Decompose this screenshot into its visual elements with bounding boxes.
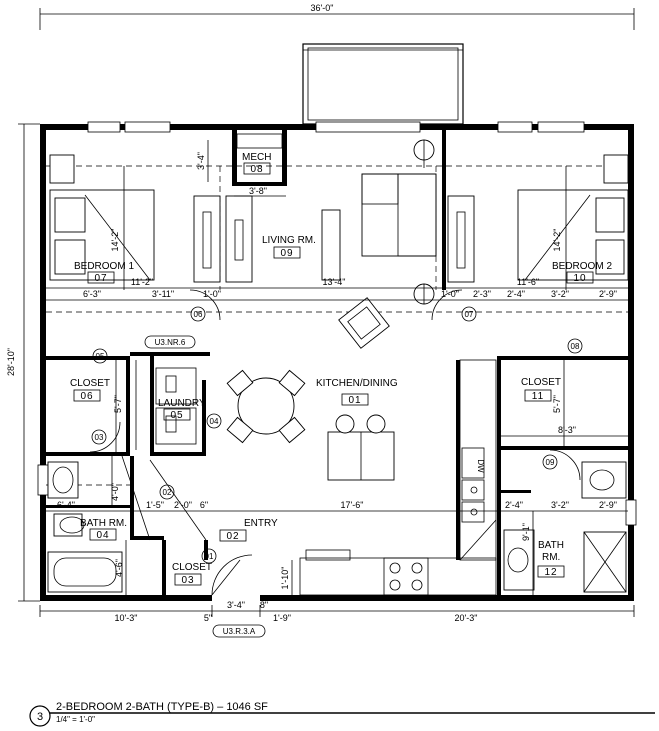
bedroom-1-furniture bbox=[49, 154, 253, 283]
overall-depth-label: 28'-10" bbox=[6, 348, 16, 376]
dim-11-6: 11'-6" bbox=[517, 277, 539, 287]
door-tag-07: 07 bbox=[465, 310, 474, 319]
dim-9-1: 9'-1" bbox=[521, 523, 531, 541]
drawing-number: 3 bbox=[37, 711, 43, 723]
mech-room-furniture bbox=[236, 133, 283, 149]
laundry-fixtures bbox=[121, 360, 207, 541]
dim-14-2-left: 14'-2" bbox=[110, 229, 120, 252]
dim-3-11: 3'-11" bbox=[152, 289, 174, 299]
dim-3-8: 3'-8" bbox=[249, 186, 267, 196]
dim-1-5: 1'-5" bbox=[146, 500, 164, 510]
drawing-scale: 1/4" = 1'-0" bbox=[56, 715, 95, 724]
dim-3-4: 3'-4" bbox=[196, 152, 206, 170]
overall-width-dimension: 36'-0" bbox=[39, 3, 635, 30]
dim-1-10: 1'-10" bbox=[280, 567, 290, 590]
dim-20-3: 20'-3" bbox=[455, 613, 478, 623]
drawing-title: 2-BEDROOM 2-BATH (TYPE-B) – 1046 SF bbox=[56, 701, 268, 713]
door-tag-03: 03 bbox=[95, 433, 104, 442]
dim-5-7-left: 5'-7" bbox=[113, 395, 123, 413]
dining-furniture bbox=[226, 369, 395, 481]
door-tag-01: 01 bbox=[205, 552, 214, 561]
dim-8: 8" bbox=[260, 600, 268, 610]
dim-1-0-b: 1'-0" bbox=[441, 289, 459, 299]
room-num-kitchen: 01 bbox=[348, 395, 361, 406]
dim-8-3: 8'-3" bbox=[558, 425, 576, 435]
door-tags: 01 02 03 04 05 06 07 08 09 bbox=[91, 306, 583, 564]
dim-4-6: 4'-6" bbox=[114, 559, 124, 577]
bathroom-fixtures bbox=[47, 461, 627, 593]
dim-6-4: 6'-4" bbox=[57, 500, 75, 510]
dim-2-4-b: 2'-4" bbox=[505, 500, 523, 510]
interior-walls bbox=[46, 130, 628, 595]
dim-2-9-a: 2'-9" bbox=[599, 289, 617, 299]
door-tag-05: 05 bbox=[96, 352, 105, 361]
dim-2-4-a: 2'-4" bbox=[507, 289, 525, 299]
room-name2-bath-12: RM. bbox=[542, 552, 560, 563]
dim-3-4-b: 3'-4" bbox=[227, 600, 245, 610]
room-num-entry: 02 bbox=[226, 531, 239, 542]
room-name-mech: MECH bbox=[242, 152, 271, 163]
interior-dimensions: 3'-4" 3'-8" 14'-2" 14'-2" 11'-2" 13'-4" … bbox=[46, 140, 628, 595]
room-num-mech: 08 bbox=[250, 164, 263, 175]
dim-4-0: 4'-0" bbox=[110, 483, 120, 501]
room-num-bedroom-2: 10 bbox=[573, 273, 586, 284]
dim-3-2-a: 3'-2" bbox=[551, 289, 569, 299]
room-num-living: 09 bbox=[280, 248, 293, 259]
bottom-dimensions: 10'-3" 5" 3'-4" 8" 1'-9" 20'-3" bbox=[39, 600, 635, 623]
room-name-closet-06: CLOSET bbox=[70, 378, 110, 389]
room-name-bath-12: BATH bbox=[538, 540, 564, 551]
balcony bbox=[302, 43, 464, 125]
room-name-bath-04: BATH RM. bbox=[80, 518, 127, 529]
door-tag-08: 08 bbox=[571, 342, 580, 351]
room-num-closet-11: 11 bbox=[532, 391, 544, 402]
dim-14-2-right: 14'-2" bbox=[552, 229, 562, 252]
room-num-bath-12: 12 bbox=[544, 567, 557, 578]
door-tag-06: 06 bbox=[194, 310, 203, 319]
dishwasher-label: DW bbox=[476, 459, 485, 473]
dim-5-7-right: 5'-7" bbox=[552, 395, 562, 413]
dim-5: 5" bbox=[204, 613, 212, 623]
room-num-laundry: 05 bbox=[170, 410, 183, 421]
door-tag-04: 04 bbox=[210, 417, 219, 426]
dim-1-9: 1'-9" bbox=[273, 613, 291, 623]
dim-2-9-b: 2'-9" bbox=[599, 500, 617, 510]
room-num-closet-03: 03 bbox=[181, 575, 194, 586]
room-name-bedroom-2: BEDROOM 2 bbox=[552, 261, 612, 272]
room-name-entry: ENTRY bbox=[244, 518, 278, 529]
exterior-walls bbox=[37, 121, 637, 602]
reference-callouts: U3.NR.6 U3.R.3.A bbox=[144, 335, 266, 638]
room-name-bedroom-1: BEDROOM 1 bbox=[74, 261, 134, 272]
room-name-kitchen: KITCHEN/DINING bbox=[316, 378, 398, 389]
room-num-bath-04: 04 bbox=[96, 530, 109, 541]
dim-6-3: 6'-3" bbox=[83, 289, 101, 299]
living-room-furniture bbox=[321, 139, 437, 349]
overall-depth-dimension: 28'-10" bbox=[6, 123, 40, 602]
room-name-closet-11: CLOSET bbox=[521, 377, 561, 388]
room-name-living: LIVING RM. bbox=[262, 235, 316, 246]
door-swings bbox=[89, 289, 581, 596]
door-tag-02: 02 bbox=[163, 488, 172, 497]
dim-11-2: 11'-2" bbox=[131, 277, 153, 287]
room-num-closet-06: 06 bbox=[80, 391, 93, 402]
title-block: 3 2-BEDROOM 2-BATH (TYPE-B) – 1046 SF 1/… bbox=[29, 701, 655, 727]
dim-2-3: 2'-3" bbox=[473, 289, 491, 299]
room-name-laundry: LAUNDRY bbox=[158, 398, 206, 409]
dim-17-6: 17'-6" bbox=[341, 500, 364, 510]
room-labels: BEDROOM 1 07 BEDROOM 2 10 MECH 08 LIVING… bbox=[70, 152, 612, 586]
dim-13-4: 13'-4" bbox=[323, 277, 346, 287]
dim-2-0: 2'-0" bbox=[174, 500, 192, 510]
room-name-closet-03: CLOSET bbox=[172, 562, 212, 573]
room-num-bedroom-1: 07 bbox=[94, 273, 107, 284]
ref-u3-nr-6: U3.NR.6 bbox=[155, 338, 186, 347]
dim-1-0-a: 1'-0" bbox=[203, 289, 221, 299]
overall-width-label: 36'-0" bbox=[311, 3, 334, 13]
dim-3-2-b: 3'-2" bbox=[551, 500, 569, 510]
door-tag-09: 09 bbox=[546, 458, 555, 467]
dim-10-3: 10'-3" bbox=[115, 613, 138, 623]
ref-u3-r-3-a: U3.R.3.A bbox=[223, 627, 256, 636]
kitchen-counters bbox=[299, 359, 497, 596]
dim-6: 6" bbox=[200, 500, 208, 510]
bedroom-2-furniture bbox=[447, 154, 629, 283]
